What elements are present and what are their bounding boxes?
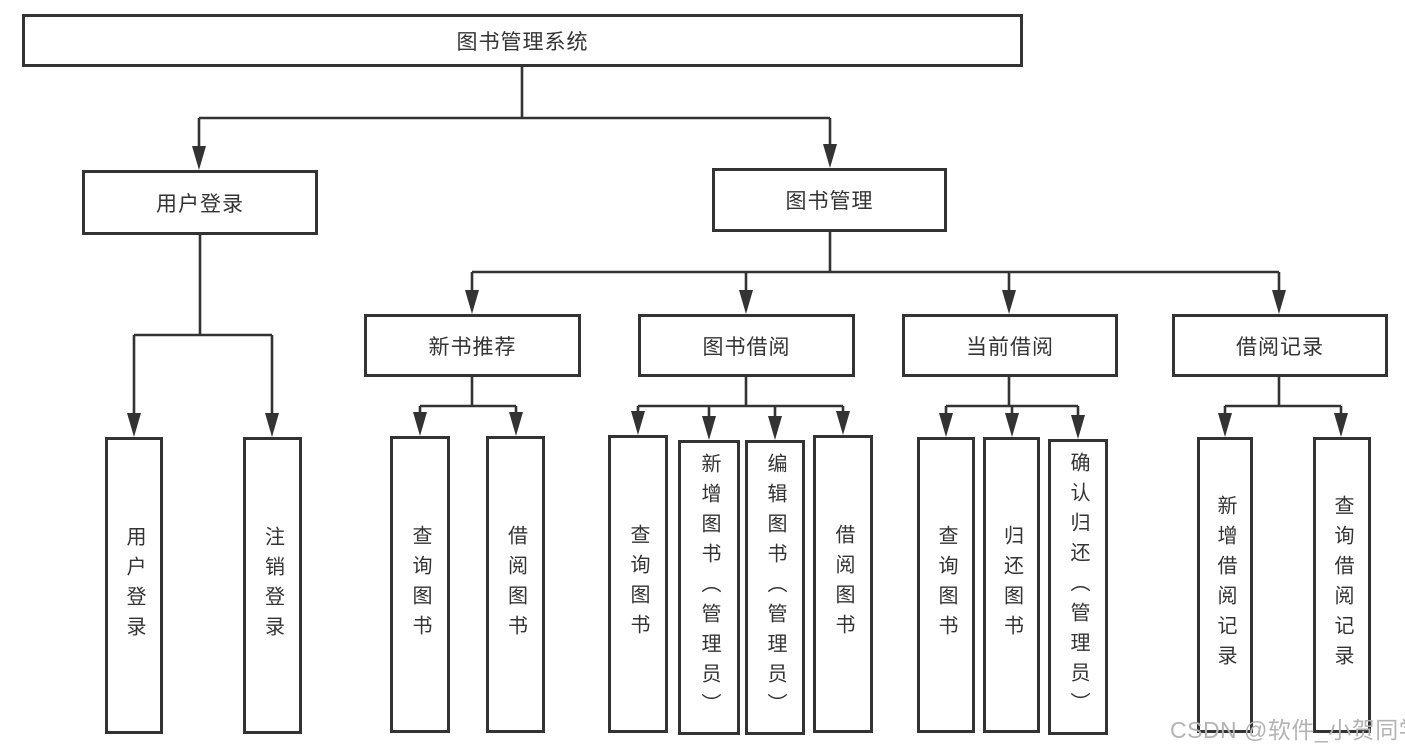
leaf-label: 查询图书 (409, 524, 431, 645)
leaf-label: 编辑图书（管理员） (764, 452, 786, 723)
leaf-return-book: 归还图书 (983, 437, 1040, 733)
node-label: 图书借阅 (702, 335, 791, 359)
leaf-query-book-borrow: 查询图书 (608, 435, 668, 733)
leaf-query-book-recommend: 查询图书 (390, 436, 450, 733)
leaf-label: 归还图书 (1000, 525, 1023, 645)
node-label: 新书推荐 (428, 335, 517, 359)
leaf-label: 借阅图书 (832, 524, 854, 644)
node-library-system: 图书管理系统 (22, 14, 1023, 67)
leaf-query-borrow-record: 查询借阅记录 (1313, 437, 1371, 733)
node-current-borrow: 当前借阅 (902, 314, 1118, 377)
leaf-label: 查询借阅记录 (1331, 495, 1353, 675)
leaf-add-book-admin: 新增图书（管理员） (678, 440, 740, 735)
leaf-label: 新增借阅记录 (1214, 495, 1236, 675)
node-label: 图书管理 (785, 190, 874, 213)
leaf-edit-book-admin: 编辑图书（管理员） (745, 440, 805, 735)
node-book-borrow: 图书借阅 (638, 314, 855, 377)
node-book-management: 图书管理 (712, 168, 947, 232)
leaf-label: 借阅图书 (504, 524, 527, 645)
watermark: CSDN @软件_小贺同学 (1170, 717, 1405, 743)
leaf-label: 查询图书 (935, 525, 957, 645)
node-label: 用户登录 (156, 192, 244, 216)
node-label: 当前借阅 (966, 335, 1054, 359)
leaf-label: 注销登录 (261, 525, 284, 646)
leaf-label: 新增图书（管理员） (698, 452, 720, 723)
leaf-logout-login: 注销登录 (243, 437, 302, 734)
leaf-add-borrow-record: 新增借阅记录 (1197, 437, 1253, 733)
leaf-borrow-book: 借阅图书 (813, 435, 873, 733)
leaf-confirm-return-admin: 确认归还（管理员） (1048, 439, 1108, 735)
node-user-login: 用户登录 (82, 170, 318, 235)
node-label: 图书管理系统 (456, 30, 589, 54)
node-borrow-record: 借阅记录 (1172, 314, 1388, 377)
leaf-label: 确认归还（管理员） (1067, 452, 1089, 722)
leaf-user-login: 用户登录 (105, 437, 163, 734)
leaf-label: 查询图书 (627, 524, 649, 644)
node-label: 借阅记录 (1236, 335, 1324, 359)
leaf-label: 用户登录 (123, 525, 145, 646)
leaf-query-book-current: 查询图书 (917, 437, 975, 733)
node-new-book-recommend: 新书推荐 (364, 314, 581, 377)
leaf-borrow-book-recommend: 借阅图书 (486, 436, 545, 733)
